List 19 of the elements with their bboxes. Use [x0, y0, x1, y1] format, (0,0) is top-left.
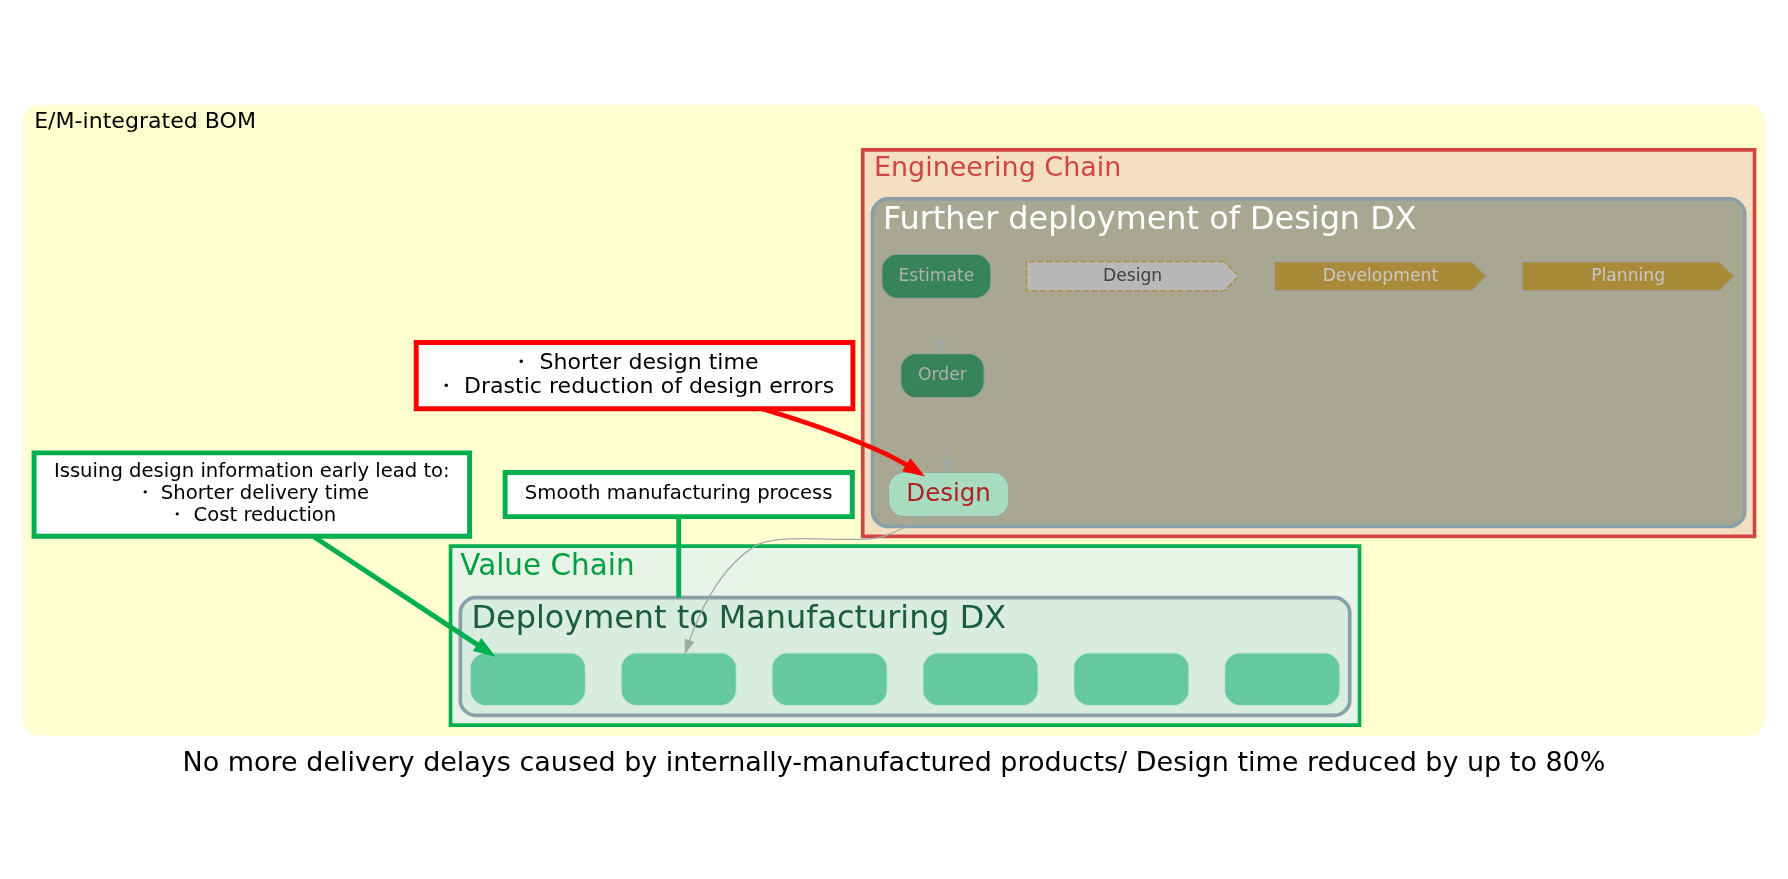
node-box: [922, 651, 1039, 706]
node-box: Estimate: [881, 253, 992, 299]
arrow: [761, 405, 926, 476]
node-box: Order: [900, 352, 985, 398]
node-box: [1224, 651, 1341, 706]
connector: [676, 516, 682, 598]
node-box: [771, 651, 888, 706]
node-box: Design: [887, 471, 1010, 517]
node-box: ・ Shorter design time ・ Drastic reduction of design errors: [413, 339, 856, 411]
node-box: Smooth manufacturing process: [502, 469, 855, 519]
node-box: [469, 651, 587, 706]
arrow: [935, 297, 946, 355]
node-box: [1073, 651, 1190, 706]
node-box: [620, 651, 737, 706]
cluster: Deployment to Manufacturing DX: [458, 595, 1352, 717]
caption: No more delivery delays caused by internally-manufactured products/ Design time reduced by up to 80%: [182, 745, 1606, 777]
node-box: Issuing design information early lead to: ・ Shorter delivery time ・ Cost reduction: [31, 449, 472, 539]
arrow: [684, 515, 923, 654]
arrow: [941, 397, 952, 474]
